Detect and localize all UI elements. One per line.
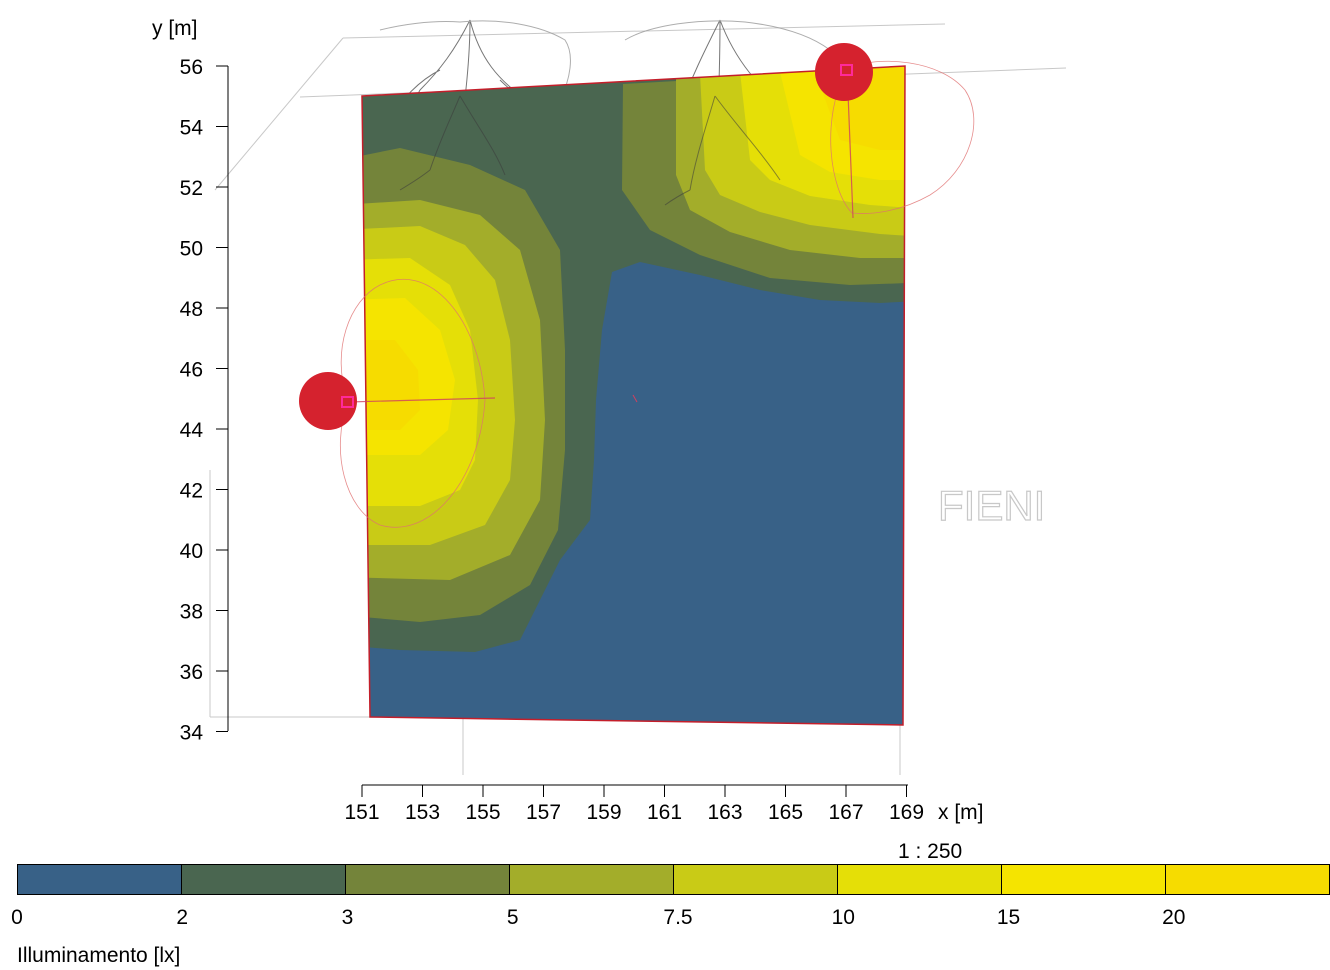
illuminance-legend-bar: [17, 864, 1330, 895]
y-tick-label: 48: [180, 298, 203, 321]
y-tick-label: 36: [180, 661, 203, 684]
calculation-area-outline: [361, 65, 906, 726]
legend-swatch: [1002, 865, 1166, 894]
legend-swatch: [674, 865, 838, 894]
legend-tick-label: 7.5: [663, 906, 693, 929]
y-axis-label: y [m]: [152, 17, 198, 40]
legend-swatch: [346, 865, 510, 894]
x-tick-label: 155: [465, 801, 500, 824]
legend-title: Illuminamento [lx]: [17, 944, 181, 967]
legend-swatch: [838, 865, 1002, 894]
zone-20-plus: [362, 66, 905, 430]
legend-tick-label: 3: [341, 906, 354, 929]
y-tick-label: 56: [180, 56, 203, 79]
y-tick-label: 46: [180, 359, 203, 382]
illuminance-plot: FIENI 56 54 52 50 48 46 44 42 40 38 36 34 y [m] 151…: [152, 17, 1067, 824]
x-tick-label: 167: [828, 801, 863, 824]
y-tick-label: 40: [180, 540, 203, 563]
x-axis-label: x [m]: [938, 801, 984, 824]
legend-tick-label: 2: [176, 906, 189, 929]
legend-tick-label: 10: [831, 906, 855, 929]
x-tick-label: 163: [707, 801, 742, 824]
legend-tick-label: 0: [11, 906, 23, 929]
legend-tick-label: 20: [1162, 906, 1186, 929]
y-tick-label: 38: [180, 601, 203, 624]
x-tick-label: 151: [344, 801, 379, 824]
legend-swatch: [18, 865, 182, 894]
x-axis: 151 153 155 157 159 161 163 165 167 169 x [m]: [344, 784, 984, 824]
legend-swatch: [1166, 865, 1329, 894]
legend-tick-label: 15: [996, 906, 1021, 929]
light-distribution-west: [339, 278, 496, 528]
illuminance-area: [362, 66, 905, 725]
y-axis: 56 54 52 50 48 46 44 42 40 38 36 34 y [m]: [152, 17, 229, 745]
x-tick-label: 169: [889, 801, 924, 824]
x-tick-label: 153: [405, 801, 440, 824]
y-tick-label: 44: [180, 419, 204, 442]
y-tick-label: 42: [180, 480, 203, 503]
y-tick-label: 54: [180, 117, 204, 140]
legend-swatch: [182, 865, 346, 894]
y-tick-label: 50: [180, 238, 203, 261]
scale-label: 1 : 250: [898, 840, 963, 863]
x-tick-label: 159: [586, 801, 621, 824]
x-tick-label: 157: [526, 801, 561, 824]
legend-tick-label: 5: [506, 906, 519, 929]
luminaire-northeast[interactable]: [815, 43, 873, 101]
x-tick-label: 165: [768, 801, 803, 824]
luminaire-west[interactable]: [299, 372, 357, 430]
watermark-label: FIENI: [938, 482, 1045, 529]
zone-10-15: [362, 66, 905, 506]
y-tick-label: 34: [180, 722, 204, 745]
y-tick-label: 52: [180, 177, 203, 200]
center-marker: [632, 394, 638, 403]
x-tick-label: 161: [647, 801, 682, 824]
legend-swatch: [510, 865, 674, 894]
